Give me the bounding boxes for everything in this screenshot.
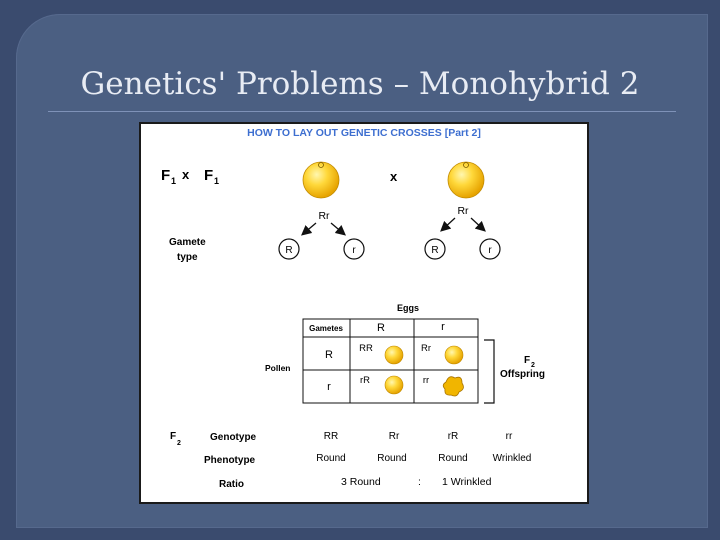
ratio-round: 3 Round [341, 476, 381, 488]
slide-title: Genetics' Problems – Monohybrid 2 [80, 66, 640, 102]
seed-hilum-icon [463, 162, 469, 168]
gamete-circle-r-left [343, 238, 365, 260]
gamete-label: Gamete [169, 237, 206, 248]
arrow-icon [470, 217, 486, 232]
cell-genotype-RR: RR [359, 343, 373, 354]
pollen-label: Pollen [265, 363, 291, 373]
diagram-canvas: HOW TO LAY OUT GENETIC CROSSES [Part 2] … [161, 127, 545, 490]
phenotype-2: Round [377, 453, 406, 464]
cell-genotype-Rr: Rr [421, 343, 431, 354]
phenotype-1: Round [316, 453, 345, 464]
parent-cross-x: x [390, 169, 398, 184]
ratio-separator: : [418, 476, 421, 488]
eggs-label: Eggs [397, 303, 419, 313]
parent-genotype-left: Rr [318, 210, 330, 222]
offspring-bracket [484, 339, 495, 404]
gamete-R-right: R [431, 245, 438, 256]
gamete-R-left: R [285, 245, 292, 256]
egg-gamete-R: R [377, 322, 385, 334]
arrow-icon [330, 222, 346, 236]
gamete-circle-R-right [424, 238, 446, 260]
diagram-heading: HOW TO LAY OUT GENETIC CROSSES [Part 2] [247, 127, 481, 139]
cell-genotype-rr: rr [423, 375, 429, 386]
gametes-header: Gametes [309, 324, 343, 333]
f1-letter-right: F [204, 167, 213, 184]
pollen-gamete-r: r [327, 381, 331, 393]
cell-genotype-rR: rR [360, 375, 370, 386]
ratio-wrinkled: 1 Wrinkled [442, 476, 492, 488]
f1-sub-right: 1 [214, 176, 219, 186]
round-seed-icon [444, 345, 464, 365]
gamete-r-left: r [352, 245, 356, 256]
phenotype-4: Wrinkled [493, 453, 532, 464]
parent-genotype-right: Rr [457, 205, 469, 217]
gamete-r-right: r [488, 245, 492, 256]
round-seed-icon [384, 375, 404, 395]
cross-times: x [182, 167, 190, 182]
genotype-rR: rR [448, 431, 459, 442]
genetic-cross-diagram: HOW TO LAY OUT GENETIC CROSSES [Part 2] … [139, 122, 589, 504]
genotype-RR: RR [324, 431, 338, 442]
f1-sub-left: 1 [171, 176, 176, 186]
seed-hilum-icon [318, 162, 324, 168]
offspring-label: Offspring [500, 369, 545, 380]
f2-sub: 2 [531, 362, 535, 369]
genotype-Rr: Rr [389, 431, 400, 442]
parent-seed-right [447, 161, 485, 199]
title-divider [48, 111, 676, 112]
egg-gamete-r: r [441, 321, 445, 333]
f2-letter: F [524, 355, 530, 366]
genotype-label: Genotype [210, 432, 257, 443]
punnett-square [302, 318, 479, 404]
gamete-circle-R-left [278, 238, 300, 260]
ratio-label: Ratio [219, 479, 244, 490]
parent-seed-left [302, 161, 340, 199]
f1-letter-left: F [161, 167, 170, 184]
phenotype-label: Phenotype [204, 455, 256, 466]
gamete-circle-r-right [479, 238, 501, 260]
wrinkled-seed-icon [442, 376, 464, 397]
pollen-gamete-R: R [325, 349, 333, 361]
f2-row-letter: F [170, 431, 176, 442]
f2-row-sub: 2 [177, 440, 181, 447]
arrow-icon [440, 217, 456, 232]
phenotype-3: Round [438, 453, 467, 464]
genotype-rr: rr [506, 431, 513, 442]
round-seed-icon [384, 345, 404, 365]
gamete-label-type: type [177, 252, 198, 263]
arrow-icon [301, 222, 317, 236]
